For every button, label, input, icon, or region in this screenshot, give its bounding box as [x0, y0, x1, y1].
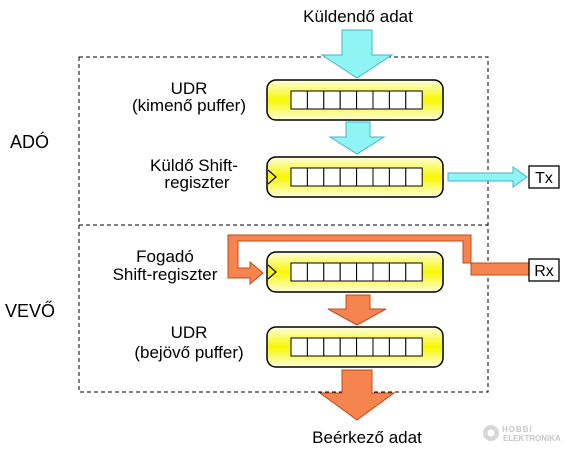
- bit-cell: [356, 262, 374, 282]
- rx-shift-bits: [290, 262, 423, 282]
- tx-pin-box: [528, 165, 560, 189]
- bit-cell: [290, 262, 308, 282]
- udr-out-bits: [290, 90, 423, 110]
- bit-cell: [323, 262, 341, 282]
- rx-pin-label: Rx: [534, 263, 554, 280]
- bit-cell: [388, 167, 407, 187]
- bit-cell: [339, 90, 358, 110]
- bit-cell: [388, 90, 407, 110]
- tx-shift-register: [266, 156, 444, 198]
- bit-cell: [405, 262, 423, 282]
- rx-shift-title: Fogadó: [136, 247, 194, 266]
- bit-cell: [356, 90, 374, 110]
- bit-cell: [388, 337, 407, 357]
- tx-shift-bits: [290, 167, 423, 187]
- bit-cell: [372, 262, 390, 282]
- bit-cell: [323, 90, 341, 110]
- input-data-label: Küldendő adat: [303, 7, 413, 26]
- rx-input-path: [227, 234, 530, 286]
- bit-cell: [306, 90, 325, 110]
- bit-cell: [339, 262, 358, 282]
- bit-cell: [290, 167, 308, 187]
- bit-cell: [339, 337, 358, 357]
- tx-shift-title: Küldő Shift-: [150, 156, 238, 175]
- rx-shift-subtitle: Shift-regiszter: [113, 265, 218, 284]
- bit-cell: [356, 167, 374, 187]
- output-data-arrow: [318, 369, 396, 421]
- bit-cell: [356, 337, 374, 357]
- output-data-label: Beérkező adat: [312, 428, 422, 447]
- udr-out-subtitle: (kimenő puffer): [132, 96, 246, 115]
- logo-sub: ELEKTRONIKA: [503, 434, 561, 443]
- bit-cell: [405, 90, 423, 110]
- section-frame: [78, 56, 489, 393]
- udr-in-bits: [290, 337, 423, 357]
- tx-shift-subtitle: regiszter: [164, 173, 230, 192]
- udr-out-register: [266, 79, 444, 121]
- rx-pin-box: [528, 258, 560, 282]
- bit-cell: [306, 337, 325, 357]
- bit-cell: [339, 167, 358, 187]
- rx-clock-marker-icon: [267, 264, 277, 280]
- bit-cell: [405, 167, 423, 187]
- bit-cell: [323, 167, 341, 187]
- input-data-arrow: [320, 29, 394, 79]
- tx-clock-marker-icon: [267, 169, 277, 185]
- bit-cell: [306, 167, 325, 187]
- section-label-receiver: VEVŐ: [5, 300, 55, 321]
- bit-cell: [306, 262, 325, 282]
- bit-cell: [372, 167, 390, 187]
- bit-cell: [372, 90, 390, 110]
- udr-out-title: UDR: [171, 79, 208, 98]
- tx-pin-label: Tx: [535, 170, 553, 187]
- bit-cell: [290, 90, 308, 110]
- udr-in-title: UDR: [171, 323, 208, 342]
- hobbi-elektronika-logo: HOBBI ELEKTRONIKA: [483, 425, 561, 443]
- bit-cell: [290, 337, 308, 357]
- rx-shift-register: [266, 251, 444, 293]
- tx-output-arrow: [447, 166, 528, 188]
- bit-cell: [323, 337, 341, 357]
- udr-to-shift-arrow: [328, 121, 386, 155]
- logo-brand: HOBBI: [502, 425, 533, 434]
- bit-cell: [388, 262, 407, 282]
- section-label-transmitter: ADÓ: [10, 131, 49, 152]
- bit-cell: [405, 337, 423, 357]
- bit-cell: [372, 337, 390, 357]
- shift-to-udr-arrow: [327, 294, 387, 326]
- udr-in-subtitle: (bejövő puffer): [134, 343, 243, 362]
- udr-in-register: [266, 326, 444, 368]
